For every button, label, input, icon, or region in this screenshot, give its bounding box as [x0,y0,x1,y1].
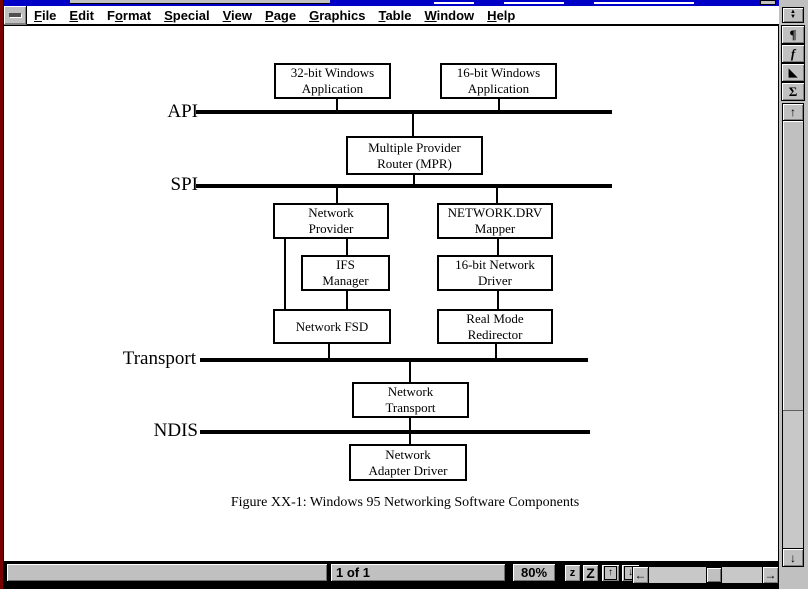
connector [497,239,499,255]
layer-label-spi: SPI [170,174,198,195]
paragraph-tools-button[interactable]: ¶ [781,25,805,44]
triangle-up-icon: ▲ [790,9,796,15]
zoom-in-button[interactable]: Z [582,564,599,582]
left-edge-border [3,0,4,589]
menu-bar: File Edit Format Special View Page Graphics Tab… [4,6,779,26]
hscroll-thumb[interactable] [706,567,722,583]
connector [346,239,348,255]
toolbar-remnant [70,0,330,4]
title-text-remnant [504,2,564,4]
document-page[interactable]: API SPI Transport NDIS 32-bit Windows Ap… [4,26,779,561]
connector [495,344,497,358]
menu-items: File Edit Format Special View Page Graphics Tab… [30,6,515,24]
connector [413,175,415,184]
layer-label-ndis: NDIS [153,420,198,441]
diagram-box-16bit-app: 16-bit Windows Application [440,63,557,99]
status-bar: 1 of 1 80% z Z ↑ ↓ ← → [4,561,779,589]
sigma-icon: Σ [788,83,798,99]
connector [336,188,338,203]
zoom-out-button[interactable]: z [564,564,581,582]
diagram-box-real-mode: Real Mode Redirector [437,309,553,344]
triangle-down-icon: ▼ [790,14,796,20]
diagram-box-32bit-app: 32-bit Windows Application [274,63,391,99]
menu-window[interactable]: Window [424,7,475,23]
triangle-icon: ◣ [788,67,798,79]
page-indicator-panel[interactable]: 1 of 1 [330,563,506,582]
control-menu-icon [9,13,21,17]
right-tool-column: ▲ ▼ ¶ f ◣ Σ ↑ ↓ [779,6,808,589]
transport-layer-line [200,358,588,362]
zoom-out-icon: z [569,567,576,579]
api-layer-line [196,110,612,114]
spi-layer-line [196,184,612,188]
page-indicator: 1 of 1 [336,565,370,580]
connector [284,239,286,309]
hscroll-track[interactable] [649,566,763,584]
connector [336,99,338,110]
layer-label-api: API [167,101,198,122]
menu-table[interactable]: Table [378,7,412,23]
title-text-remnant [594,2,694,4]
menu-format[interactable]: Format [106,7,152,23]
diagram-box-mpr: Multiple Provider Router (MPR) [346,136,483,175]
equations-button[interactable]: Σ [781,82,805,101]
figure-caption: Figure XX-1: Windows 95 Networking Softw… [230,495,580,510]
connector [497,291,499,309]
menu-edit[interactable]: Edit [69,7,94,23]
menu-file[interactable]: File [34,7,57,23]
arrow-right-icon: → [764,568,777,582]
left-edge-stripe [0,0,3,589]
title-text-remnant [434,2,474,4]
vscroll-up-button[interactable]: ↑ [782,103,804,121]
diagram-box-net-transport: Network Transport [352,382,469,418]
zoom-level: 80% [520,565,548,580]
connector [496,188,498,203]
window-split-button[interactable]: ▲ ▼ [782,7,804,23]
page-up-icon: ↑ [604,566,617,580]
italic-f-icon: f [790,45,796,61]
arrow-up-icon: ↑ [790,105,796,119]
diagram-box-net-provider: Network Provider [273,203,389,239]
hscroll-right-button[interactable]: → [762,566,779,584]
vscroll-down-button[interactable]: ↓ [782,548,804,567]
connector [346,291,348,309]
previous-page-button[interactable]: ↑ [601,564,620,582]
menu-page[interactable]: Page [265,7,297,23]
menu-special[interactable]: Special [164,7,210,23]
zoom-in-icon: Z [586,565,595,581]
arrow-down-icon: ↓ [790,550,796,565]
menu-graphics[interactable]: Graphics [309,7,366,23]
connector [409,362,411,382]
tools-palette-button[interactable]: ◣ [781,63,805,82]
diagram-box-16bit-driver: 16-bit Network Driver [437,255,553,291]
diagram-box-ifs-manager: IFS Manager [301,255,390,291]
vscroll-track[interactable] [782,121,804,548]
diagram-box-network-fsd: Network FSD [273,309,391,344]
character-tools-button[interactable]: f [781,44,805,63]
menu-help[interactable]: Help [487,7,516,23]
connector [498,99,500,110]
top-right-corner [779,0,808,6]
arrow-left-icon: ← [634,568,647,582]
vscroll-thumb[interactable] [783,121,803,411]
minimize-remnant [760,0,776,5]
connector [412,114,414,136]
paragraph-icon: ¶ [789,26,797,42]
diagram-box-adapter-driver: Network Adapter Driver [349,444,467,481]
diagram-box-networkdrv: NETWORK.DRV Mapper [437,203,553,239]
zoom-level-button[interactable]: 80% [512,563,556,582]
control-menu-button[interactable] [4,6,27,25]
titlebar-sliver [4,0,779,6]
layer-label-transport: Transport [122,348,196,369]
connector [328,344,330,358]
menu-view[interactable]: View [222,7,253,23]
ndis-layer-line [200,430,590,434]
hscroll-left-button[interactable]: ← [632,566,649,584]
flow-status-panel [6,563,328,582]
connector [409,418,411,444]
